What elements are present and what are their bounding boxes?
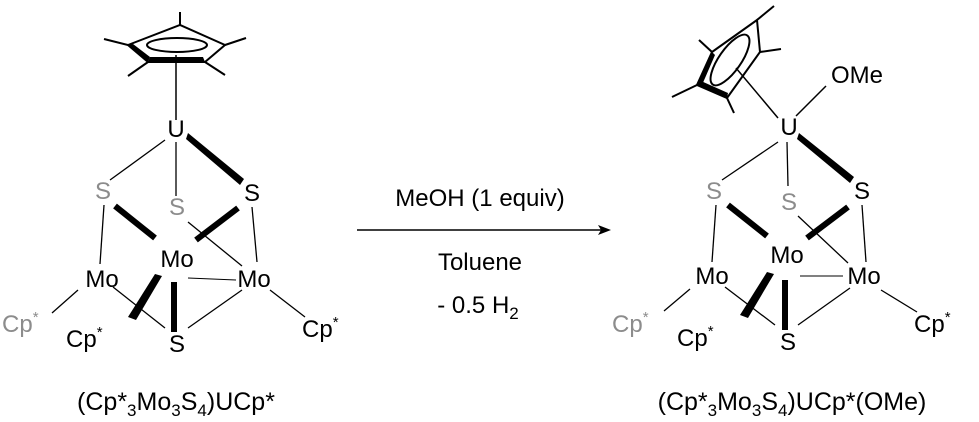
product-cp-front-label: Cp* <box>677 323 714 352</box>
product-name: (Cp*3Mo3S4)UCp*(OMe) <box>658 388 927 420</box>
product-cp-left-label: Cp* <box>612 309 649 338</box>
reactant-sulfur-right-label: S <box>244 180 260 207</box>
reactant-sulfur-center-label: S <box>169 194 185 221</box>
reactant-sulfur-bottom-label: S <box>169 331 185 358</box>
product-structure: U OMe S S S S Mo Mo Mo Cp* Cp* Cp* <box>612 5 951 356</box>
product-molybdenum-center-label: Mo <box>770 242 803 269</box>
product-cp-ring <box>671 5 782 114</box>
byproduct-label: - 0.5 H2 <box>437 292 519 323</box>
product-sulfur-left-label: S <box>706 178 722 205</box>
product-cp-right-label: Cp* <box>914 309 951 338</box>
product-molybdenum-left-label: Mo <box>695 263 728 290</box>
reactant-cp-ring <box>103 12 247 77</box>
product-uranium-label: U <box>780 114 797 141</box>
reactant-name: (Cp*3Mo3S4)UCp* <box>77 388 275 420</box>
reagent-label: MeOH (1 equiv) <box>395 185 564 212</box>
solvent-label: Toluene <box>438 249 522 276</box>
product-methoxide-label: OMe <box>831 62 883 89</box>
product-sulfur-center-label: S <box>781 189 797 216</box>
reactant-sulfur-left-label: S <box>95 178 111 205</box>
reactant-cp-right-label: Cp* <box>302 314 339 343</box>
reactant-cp-left-label: Cp* <box>2 309 39 338</box>
product-molybdenum-right-label: Mo <box>847 263 880 290</box>
reactant-cp-front-label: Cp* <box>66 324 103 353</box>
reactant-uranium-label: U <box>167 116 184 143</box>
reactant-molybdenum-center-label: Mo <box>160 246 193 273</box>
reactant-structure: U S S S S Mo Mo Mo Cp* Cp* Cp* <box>2 12 339 358</box>
reaction-arrow <box>357 225 611 235</box>
product-sulfur-bottom-label: S <box>780 329 796 356</box>
reactant-molybdenum-right-label: Mo <box>237 266 270 293</box>
reactant-molybdenum-left-label: Mo <box>85 266 118 293</box>
product-sulfur-right-label: S <box>854 178 870 205</box>
